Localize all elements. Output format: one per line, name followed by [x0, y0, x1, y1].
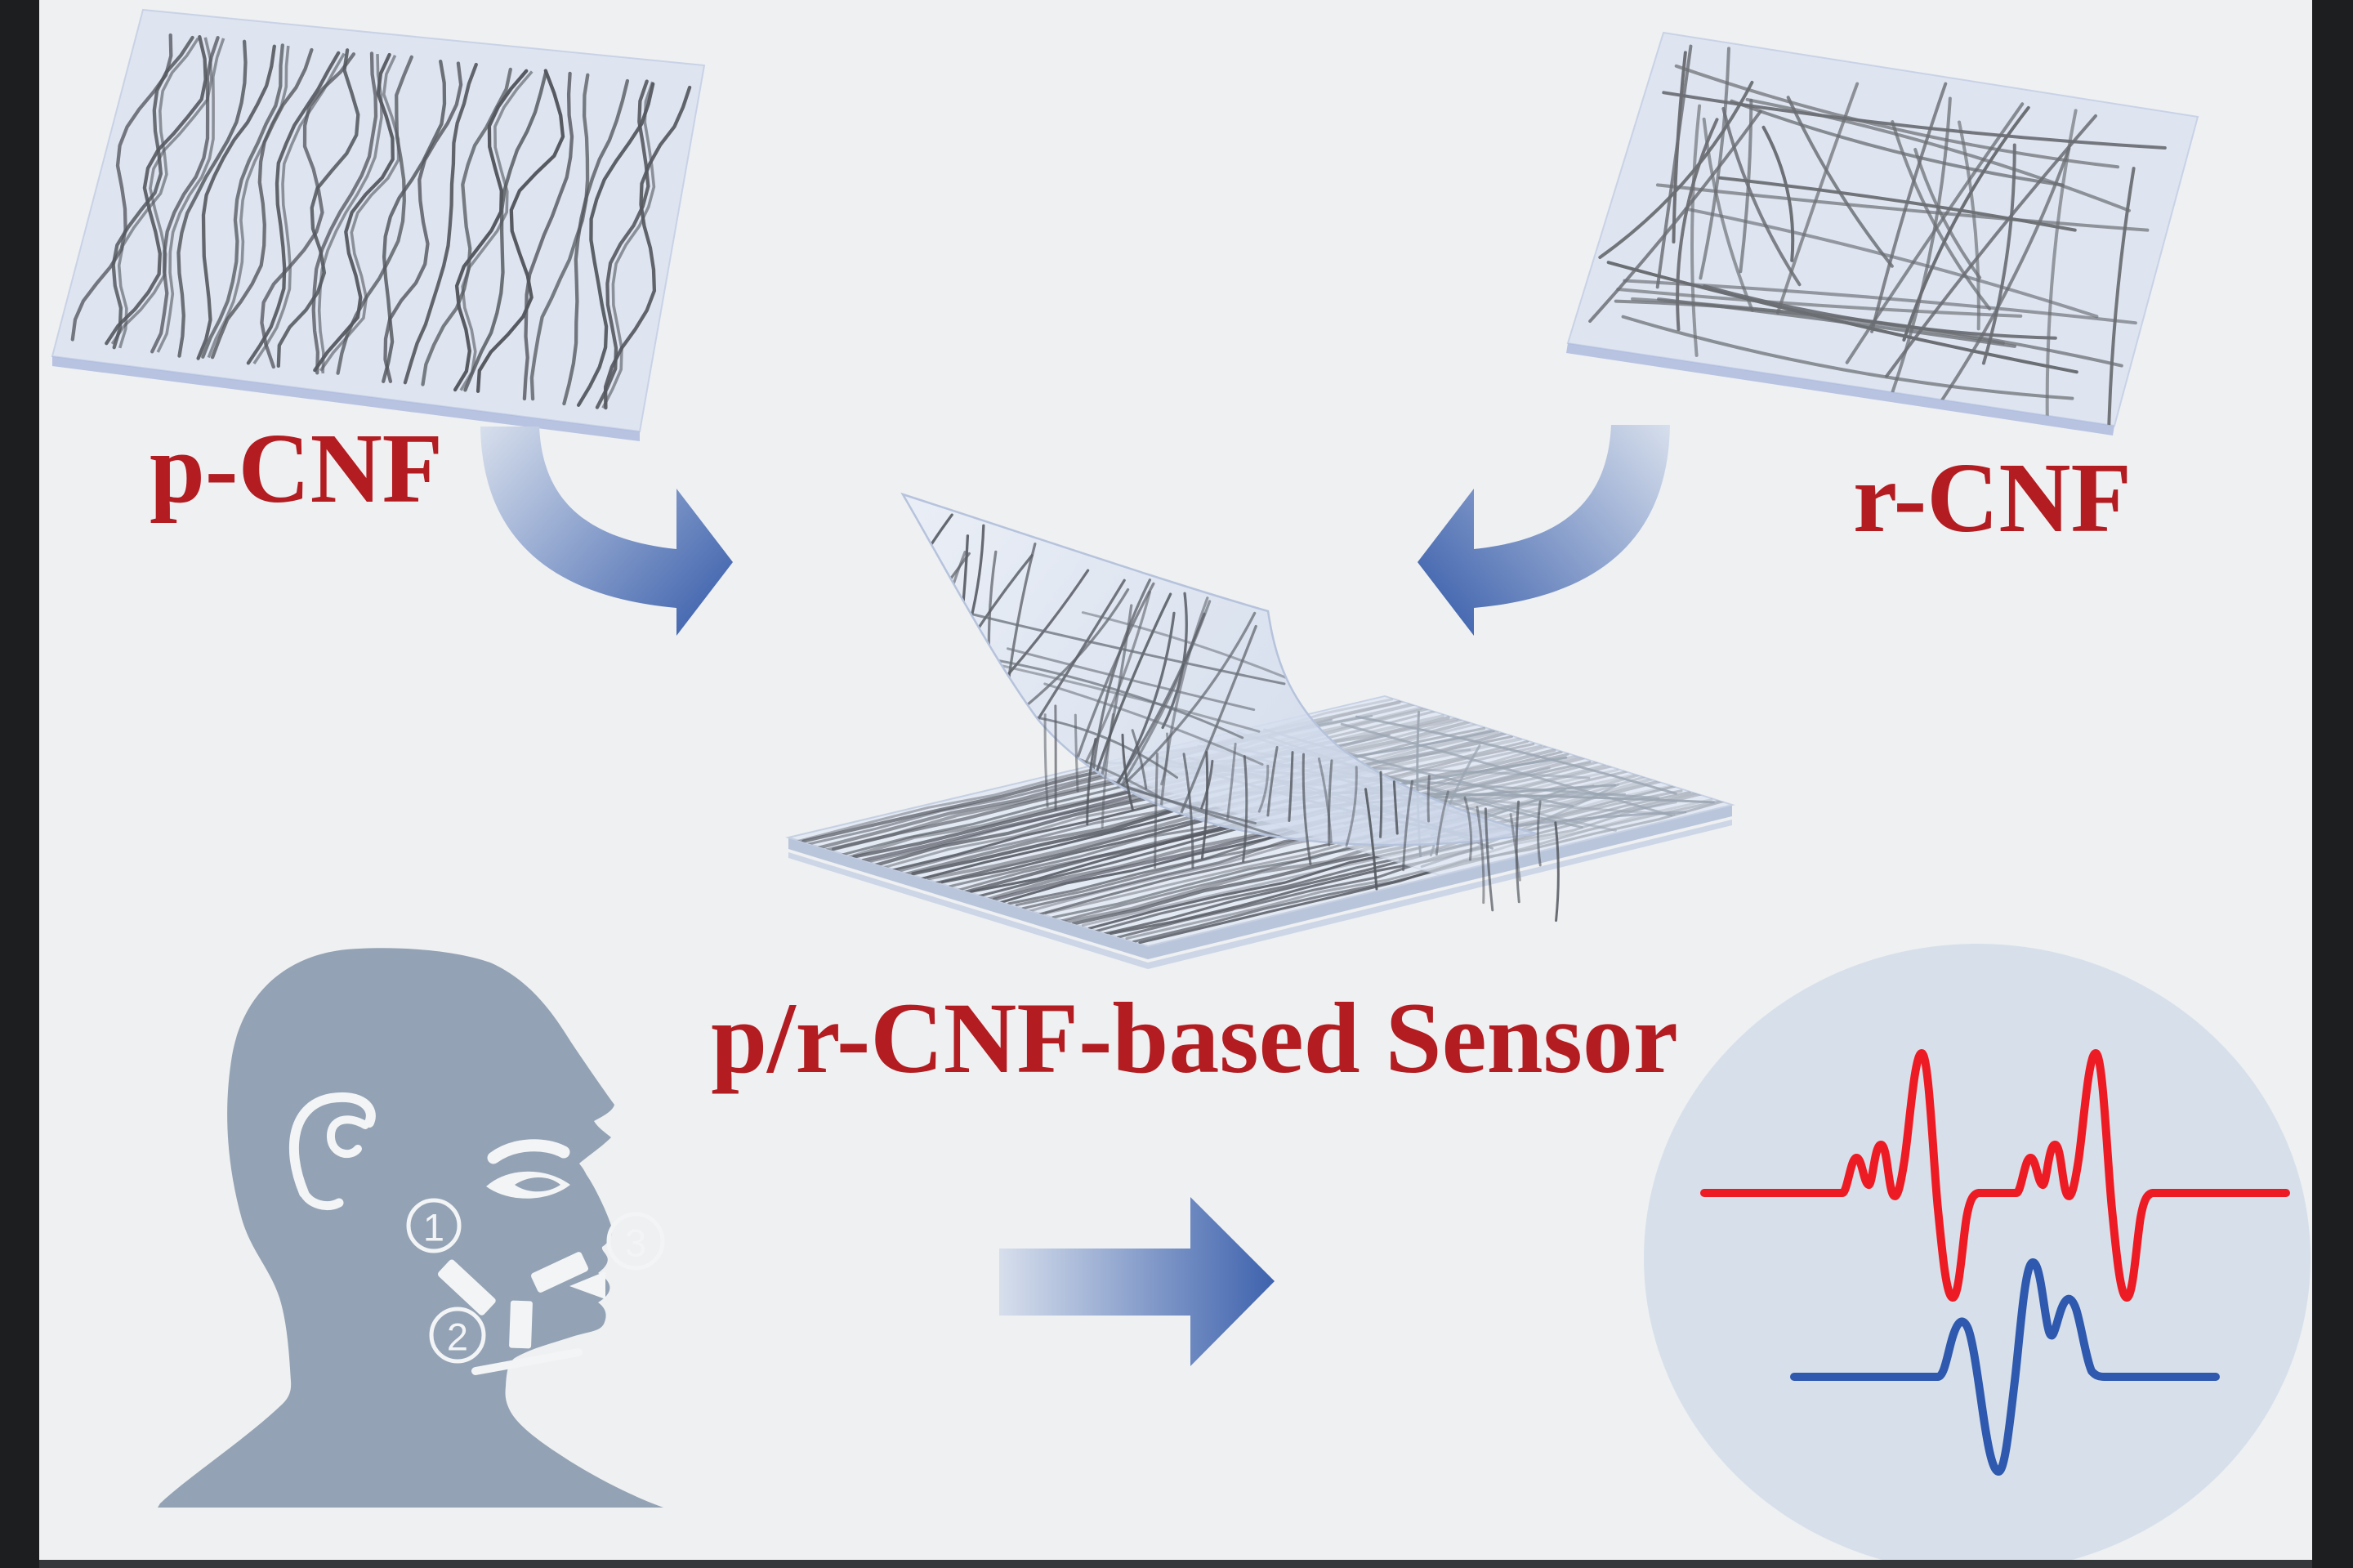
ear-lobe-line — [299, 1188, 344, 1210]
signal-circle-bg — [1644, 944, 2311, 1568]
sensor-peeled-film-outline — [900, 492, 1537, 847]
r-cnf-panel-edge — [1566, 343, 2114, 436]
bottom-strip — [0, 1560, 2353, 1568]
p-cnf-panel-edge — [52, 356, 640, 441]
ear-lines — [288, 1092, 376, 1210]
red-signal-waveform — [1700, 1048, 2290, 1302]
sensor-base-side — [788, 805, 1732, 959]
position-marker-2: 2 — [429, 1307, 486, 1364]
signal-circle — [1644, 944, 2311, 1568]
sensor-base-side-2 — [788, 820, 1732, 969]
p-cnf-panel — [51, 8, 706, 441]
r-cnf-panel — [1566, 31, 2199, 436]
sensor-illustration — [785, 492, 1735, 969]
right-frame-bar — [2312, 0, 2353, 1568]
p-cnf-aligned-fibers — [70, 33, 692, 410]
marker-3-number: 3 — [625, 1222, 646, 1265]
marker-1-number: 1 — [423, 1206, 444, 1249]
blue-signal-waveform — [1790, 1258, 2220, 1476]
marker-2-circle — [429, 1307, 486, 1364]
marker-3-circle — [606, 1212, 665, 1271]
marker-1-circle — [406, 1198, 462, 1253]
ear-outer-line — [288, 1092, 376, 1198]
sensor-patch-2 — [509, 1300, 533, 1349]
ear-inner-line — [327, 1115, 369, 1159]
r-cnf-random-fibers — [1588, 44, 2167, 426]
sensor-patch-1 — [437, 1259, 496, 1316]
eye-pupil — [515, 1177, 560, 1192]
result-arrow — [999, 1197, 1275, 1366]
p-cnf-label: p-CNF — [150, 413, 443, 524]
head-silhouette: 1 2 3 — [158, 948, 665, 1508]
position-marker-1: 1 — [406, 1198, 462, 1253]
curved-arrow-right — [1418, 425, 1670, 636]
interface-bridging-fibers — [1043, 704, 1560, 922]
left-frame-bar — [0, 0, 39, 1568]
mouth-slit — [569, 1271, 605, 1299]
sensor-patch-3 — [531, 1252, 588, 1293]
r-cnf-label: r-CNF — [1853, 443, 2132, 553]
eyebrow — [487, 1139, 570, 1164]
marker-2-number: 2 — [447, 1316, 468, 1359]
sensor-title: p/r-CNF-based Sensor — [711, 982, 1678, 1094]
position-marker-3: 3 — [606, 1212, 665, 1271]
curved-arrow-left — [480, 427, 733, 636]
jaw-line — [471, 1348, 583, 1375]
